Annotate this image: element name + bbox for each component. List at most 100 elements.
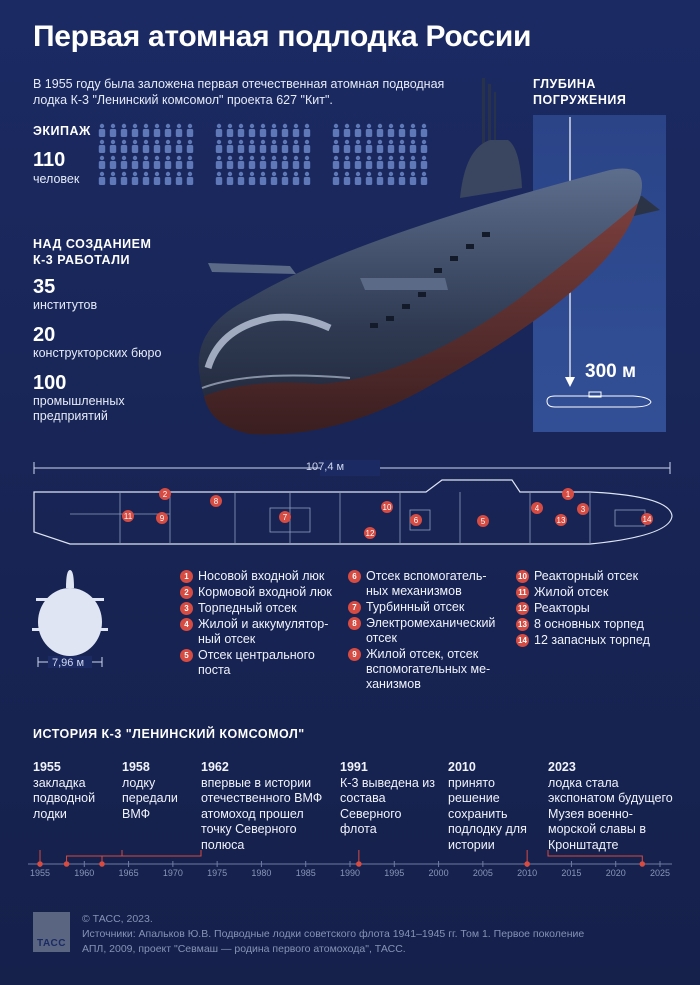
legend-text: 12 запасных торпед bbox=[534, 633, 650, 647]
event-text: закладка подводной лодки bbox=[33, 775, 96, 821]
creators-label-line2: К-3 РАБОТАЛИ bbox=[33, 253, 130, 267]
person-icon bbox=[376, 123, 384, 137]
person-icon bbox=[387, 155, 395, 169]
legend-number: 2 bbox=[180, 586, 193, 599]
submarine-front-view bbox=[32, 570, 108, 668]
legend-number: 14 bbox=[516, 634, 529, 647]
event-text: лодка стала экспонатом будущего Музея во… bbox=[548, 775, 673, 852]
enterprises-number: 100 bbox=[33, 372, 67, 394]
person-icon bbox=[153, 123, 161, 137]
legend-text: Жилой отсек bbox=[534, 585, 609, 599]
footer-text: © ТАСС, 2023. Источники: Апальков Ю.В. П… bbox=[82, 912, 602, 957]
marker-7: 7 bbox=[283, 513, 288, 522]
length-dimension-line bbox=[33, 460, 671, 476]
person-icon bbox=[376, 139, 384, 153]
person-icon bbox=[365, 171, 373, 185]
event-year: 1991 bbox=[340, 760, 368, 774]
person-icon bbox=[215, 123, 223, 137]
person-icon bbox=[164, 139, 172, 153]
timeline-tick-label: 1985 bbox=[295, 868, 316, 878]
intro-text: В 1955 году была заложена первая отечест… bbox=[33, 77, 445, 107]
person-icon bbox=[109, 171, 117, 185]
person-icon bbox=[142, 139, 150, 153]
timeline-tick-label: 2010 bbox=[517, 868, 538, 878]
person-icon bbox=[131, 155, 139, 169]
depth-label-line1: ГЛУБИНА bbox=[533, 77, 596, 91]
person-icon bbox=[259, 123, 267, 137]
person-icon bbox=[409, 139, 417, 153]
legend-item: 2 Кормовой входной люк bbox=[180, 585, 340, 600]
event-2023: 2023 лодка стала экспонатом будущего Муз… bbox=[548, 760, 678, 853]
person-icon bbox=[142, 155, 150, 169]
person-icon bbox=[186, 123, 194, 137]
institutes-text: институтов bbox=[33, 298, 98, 312]
crew-number: 110 bbox=[33, 149, 66, 171]
crew-unit: человек bbox=[33, 172, 80, 186]
event-year: 2010 bbox=[448, 760, 476, 774]
person-icon bbox=[270, 155, 278, 169]
legend-text: Реакторный отсек bbox=[534, 569, 639, 583]
event-text: лодку передали ВМФ bbox=[122, 775, 178, 821]
event-text: принято решение сохранить подлодку для и… bbox=[448, 775, 527, 852]
marker-8: 8 bbox=[214, 497, 219, 506]
timeline-tick-label: 2000 bbox=[428, 868, 449, 878]
person-icon bbox=[270, 171, 278, 185]
person-icon bbox=[98, 139, 106, 153]
person-icon bbox=[292, 171, 300, 185]
event-1962: 1962 впервые в истории отечественного ВМ… bbox=[201, 760, 325, 853]
marker-1: 1 bbox=[566, 490, 571, 499]
timeline-event-dot bbox=[356, 861, 362, 867]
submarine-illustration bbox=[198, 78, 660, 435]
tass-logo: ТАСС bbox=[33, 912, 70, 952]
bureaus-text: конструкторских бюро bbox=[33, 346, 162, 360]
legend-number: 10 bbox=[516, 570, 529, 583]
event-text: К-3 выведена из состава Северного флота bbox=[340, 775, 435, 837]
event-1955: 1955 закладка подводной лодки bbox=[33, 760, 108, 822]
timeline-event-dot bbox=[639, 861, 646, 867]
legend-text: 8 основных торпед bbox=[534, 617, 644, 631]
depth-label: ГЛУБИНА ПОГРУЖЕНИЯ bbox=[533, 76, 626, 108]
person-icon bbox=[215, 155, 223, 169]
legend-text: Кормовой входной люк bbox=[198, 585, 332, 599]
person-icon bbox=[109, 139, 117, 153]
event-year: 1958 bbox=[122, 760, 150, 774]
marker-4: 4 bbox=[535, 504, 540, 513]
legend-col-1: 1 Носовой входной люк 2 Кормовой входной л… bbox=[180, 569, 340, 678]
person-icon bbox=[343, 139, 351, 153]
timeline-tick-label: 1955 bbox=[29, 868, 51, 878]
legend-text: Носовой входной люк bbox=[198, 569, 325, 583]
event-1991: 1991 К-3 выведена из состава Северного ф… bbox=[340, 760, 440, 838]
legend-text: Отсек вспомогатель-ных механизмов bbox=[366, 569, 487, 598]
person-icon bbox=[237, 155, 245, 169]
legend-text: Торпедный отсек bbox=[198, 601, 297, 615]
timeline bbox=[28, 850, 672, 867]
person-icon bbox=[332, 171, 340, 185]
legend-text: Электромеханический отсек bbox=[366, 616, 496, 645]
person-icon bbox=[237, 171, 245, 185]
legend-number: 1 bbox=[180, 570, 193, 583]
timeline-tick-label: 1980 bbox=[251, 868, 272, 878]
person-icon bbox=[343, 123, 351, 137]
legend-number: 13 bbox=[516, 618, 529, 631]
legend-number: 5 bbox=[180, 649, 193, 662]
legend-item: 14 12 запасных торпед bbox=[516, 633, 676, 648]
person-icon bbox=[398, 123, 406, 137]
person-icon bbox=[175, 171, 183, 185]
legend-number: 7 bbox=[348, 601, 361, 614]
creators-label: НАД СОЗДАНИЕМ К-3 РАБОТАЛИ bbox=[33, 236, 151, 268]
timeline-event-dot bbox=[99, 861, 105, 867]
event-2010: 2010 принято решение сохранить подлодку … bbox=[448, 760, 538, 853]
person-icon bbox=[259, 171, 267, 185]
event-text: впервые в истории отечественного ВМФ ато… bbox=[201, 775, 323, 852]
event-year: 1962 bbox=[201, 760, 229, 774]
marker-13: 13 bbox=[557, 516, 566, 525]
person-icon bbox=[281, 171, 289, 185]
person-icon bbox=[398, 155, 406, 169]
